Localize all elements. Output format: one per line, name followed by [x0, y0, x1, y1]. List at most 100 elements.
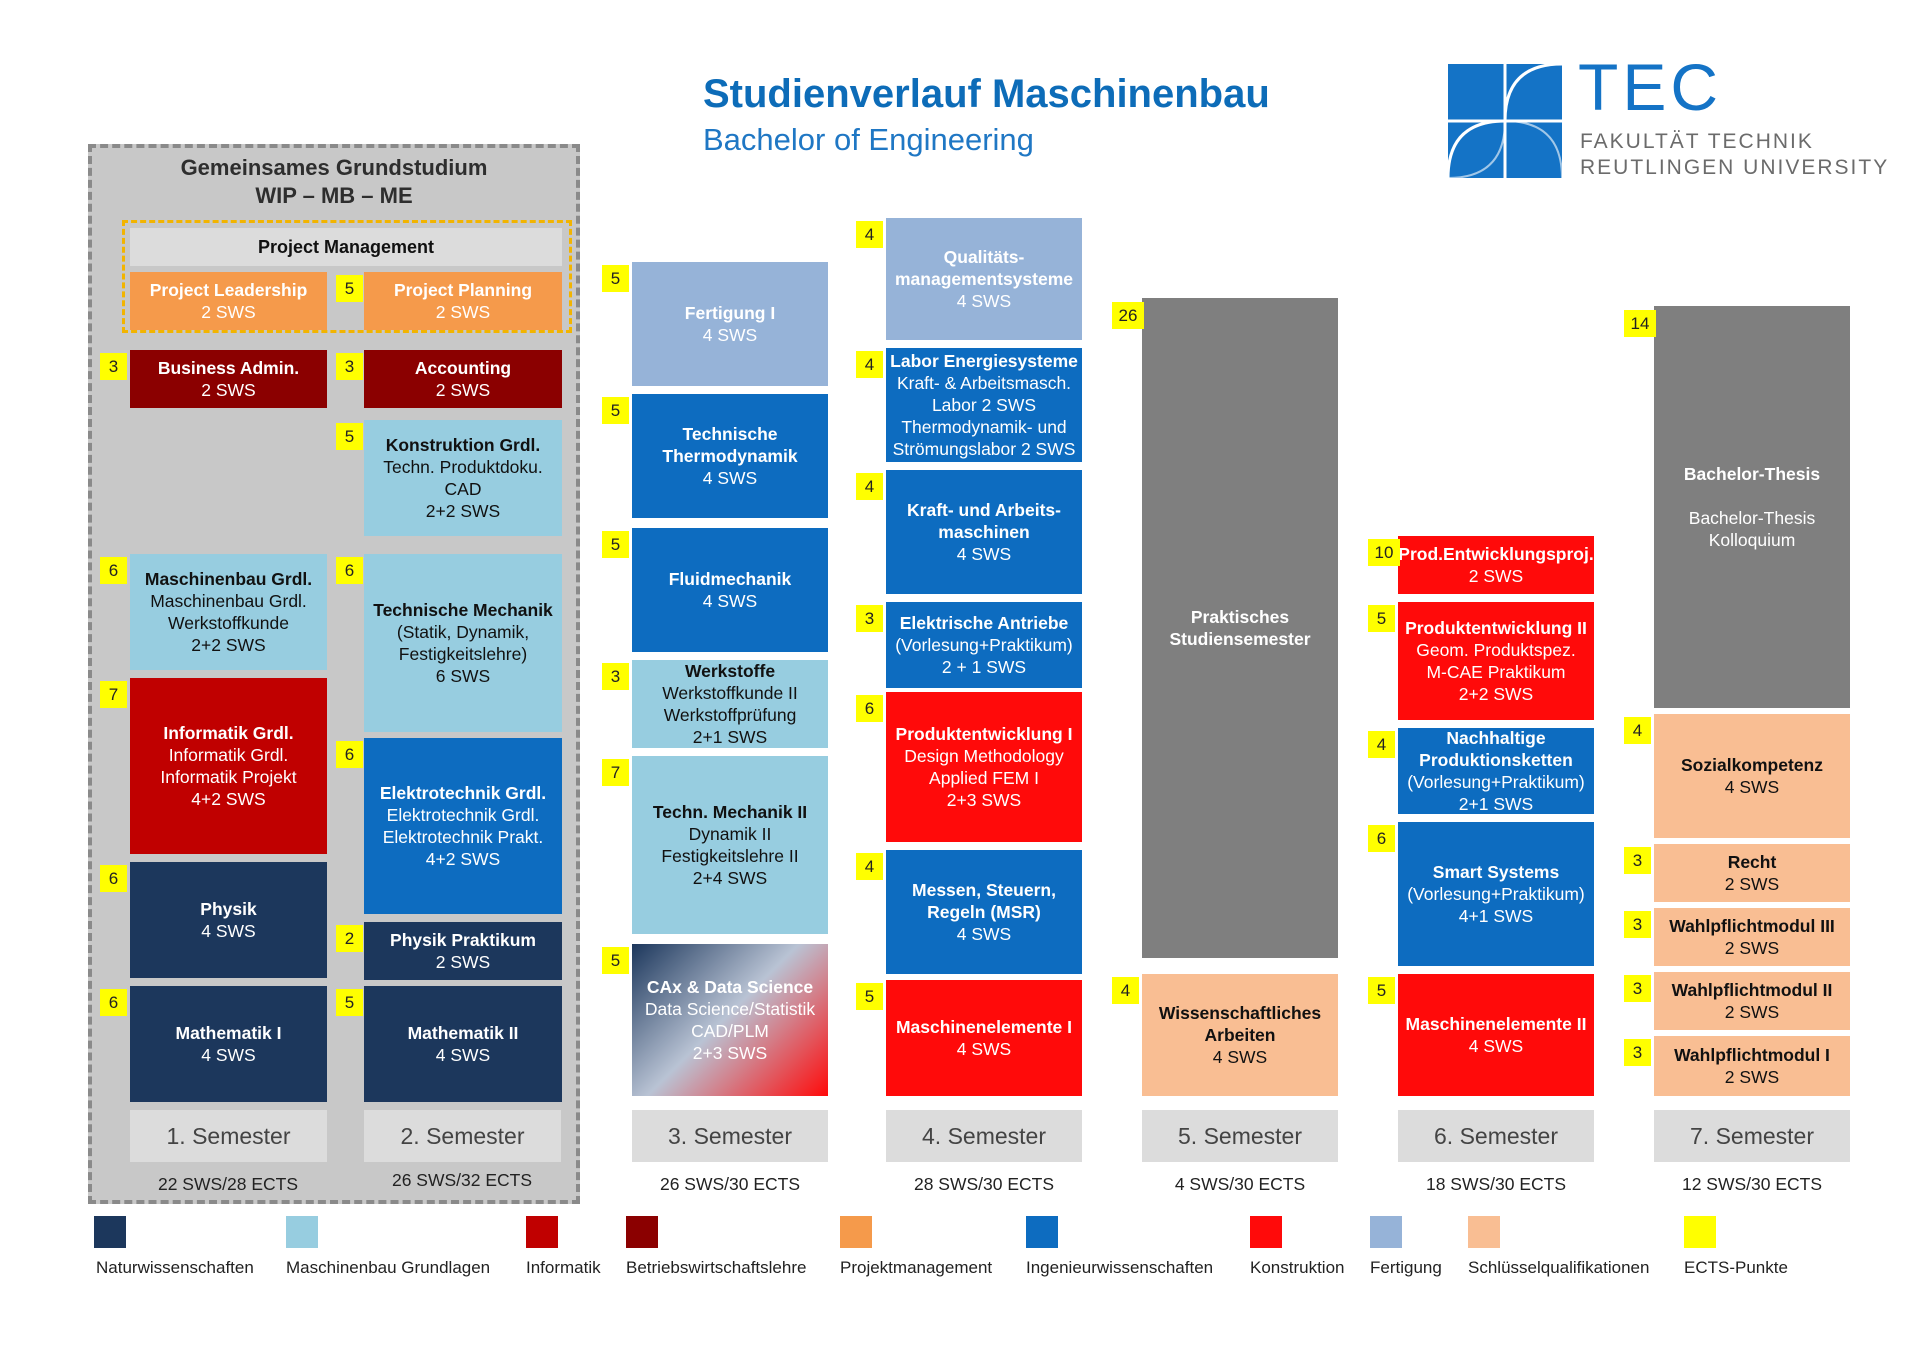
module-detail: M-CAE Praktikum [1426, 662, 1566, 682]
module-detail: 6 SWS [435, 666, 491, 686]
ects-badge: 5 [336, 275, 363, 302]
module-detail: Applied FEM I [929, 768, 1039, 788]
ects-badge: 7 [602, 759, 629, 786]
module-detail: 4 SWS [956, 924, 1012, 944]
legend-swatch [626, 1216, 658, 1248]
module-detail: Geom. Produktspez. [1416, 640, 1576, 660]
ects-badge: 5 [856, 983, 883, 1010]
ects-badge: 5 [602, 947, 629, 974]
module-detail: 2 SWS [435, 380, 491, 400]
module-detail: 2 SWS [201, 380, 256, 400]
module-detail: (Vorlesung+Praktikum) [1407, 884, 1585, 904]
ects-badge: 3 [602, 663, 629, 690]
module-detail: CAD [444, 479, 482, 499]
legend-swatch [94, 1216, 126, 1248]
legend-label: Fertigung [1370, 1258, 1442, 1277]
legend-swatch [1684, 1216, 1716, 1248]
ects-badge: 4 [1112, 977, 1139, 1004]
module-title: Informatik Grdl. [163, 723, 294, 743]
module-detail: Maschinenbau Grdl. [150, 591, 307, 611]
project-management-header: Project Management [130, 228, 562, 266]
module-detail: 2 SWS [1724, 938, 1780, 958]
logo-wordmark: TEC [1578, 50, 1722, 124]
ects-badge: 4 [856, 473, 883, 500]
semester-label: 5. Semester [1142, 1110, 1338, 1162]
semester-sum: 22 SWS/28 ECTS [157, 1174, 299, 1194]
module-pep: Prod.Entwicklungsproj.2 SWS [1398, 536, 1594, 594]
module-title: Wissenschaftliches Arbeiten [1158, 1003, 1322, 1045]
legend-swatch [1026, 1216, 1058, 1248]
ects-badge: 3 [1624, 975, 1651, 1002]
module-ss: Smart Systems(Vorlesung+Praktikum)4+1 SW… [1398, 822, 1594, 966]
module-detail: Dynamik II [688, 824, 772, 844]
semester-sum: 12 SWS/30 ECTS [1681, 1174, 1823, 1194]
semester-sum: 26 SWS/30 ECTS [659, 1174, 801, 1194]
module-title: Wahlpflichtmodul II [1671, 980, 1833, 1000]
legend-label: ECTS-Punkte [1684, 1258, 1788, 1277]
module-title: Smart Systems [1432, 862, 1560, 882]
module-detail: Bachelor-Thesis [1688, 508, 1816, 528]
module-mbg: Maschinenbau Grdl.Maschinenbau Grdl.Werk… [130, 554, 327, 670]
module-title: Maschinenelemente I [895, 1017, 1073, 1037]
semester-label: 3. Semester [632, 1110, 828, 1162]
ects-badge: 6 [100, 557, 127, 584]
module-detail: 4+1 SWS [1458, 906, 1534, 926]
module-title: Project Leadership [149, 280, 308, 300]
ects-badge: 3 [1624, 1039, 1651, 1066]
legend-label: Naturwissenschaften [96, 1258, 254, 1277]
module-detail: Festigkeitslehre) [398, 644, 528, 664]
module-detail: (Vorlesung+Praktikum) [1407, 772, 1585, 792]
ects-badge: 4 [856, 853, 883, 880]
module-title: Physik Praktikum [390, 930, 536, 950]
module-detail: 4 SWS [956, 544, 1012, 564]
ects-badge: 14 [1624, 310, 1656, 337]
module-title: Technische Mechanik [373, 600, 553, 620]
ects-badge: 6 [100, 865, 127, 892]
module-title: Business Admin. [157, 358, 300, 378]
module-detail: Informatik Grdl. [168, 745, 289, 765]
module-title: Kraft- und Arbeits-maschinen [907, 500, 1061, 542]
module-detail: Werkstoffkunde II [662, 683, 798, 703]
module-npk: Nachhaltige Produktionsketten(Vorlesung+… [1398, 728, 1594, 814]
module-title: Maschinenbau Grdl. [144, 569, 313, 589]
module-title: Nachhaltige Produktionsketten [1419, 728, 1573, 770]
module-title: Project Planning [393, 280, 533, 300]
legend-label: Schlüsselqualifikationen [1468, 1258, 1650, 1277]
module-detail: Data Science/Statistik [644, 999, 816, 1019]
ects-badge: 5 [602, 265, 629, 292]
grundstudium-title: Gemeinsames Grundstudium WIP – MB – ME [180, 155, 488, 208]
ects-badge: 6 [336, 741, 363, 768]
page-subtitle: Bachelor of Engineering [703, 122, 1034, 157]
module-detail: 2 SWS [1724, 1002, 1780, 1022]
module-detail: 2+3 SWS [692, 1043, 768, 1063]
module-detail: 4+2 SWS [425, 849, 501, 869]
ects-badge: 6 [336, 557, 363, 584]
legend-label: Ingenieurwissenschaften [1026, 1258, 1214, 1277]
module-title: Techn. Mechanik II [652, 802, 808, 822]
module-prak: Praktisches Studiensemester [1142, 298, 1338, 958]
module-detail: (Statik, Dynamik, [396, 622, 530, 642]
module-detail: Labor 2 SWS [931, 395, 1037, 415]
module-detail: 4 SWS [201, 1045, 256, 1065]
ects-badge: 4 [856, 351, 883, 378]
ects-badge: 3 [856, 605, 883, 632]
module-detail: Design Methodology [904, 746, 1064, 766]
ects-badge: 3 [1624, 847, 1651, 874]
module-title: Prod.Entwicklungsproj. [1398, 544, 1594, 564]
module-kon: Konstruktion Grdl.Techn. Produktdoku.CAD… [364, 420, 562, 536]
module-title: Sozialkompetenz [1681, 755, 1823, 775]
module-detail: 2 SWS [1724, 1067, 1780, 1087]
module-ba: Business Admin.2 SWS [130, 350, 327, 408]
